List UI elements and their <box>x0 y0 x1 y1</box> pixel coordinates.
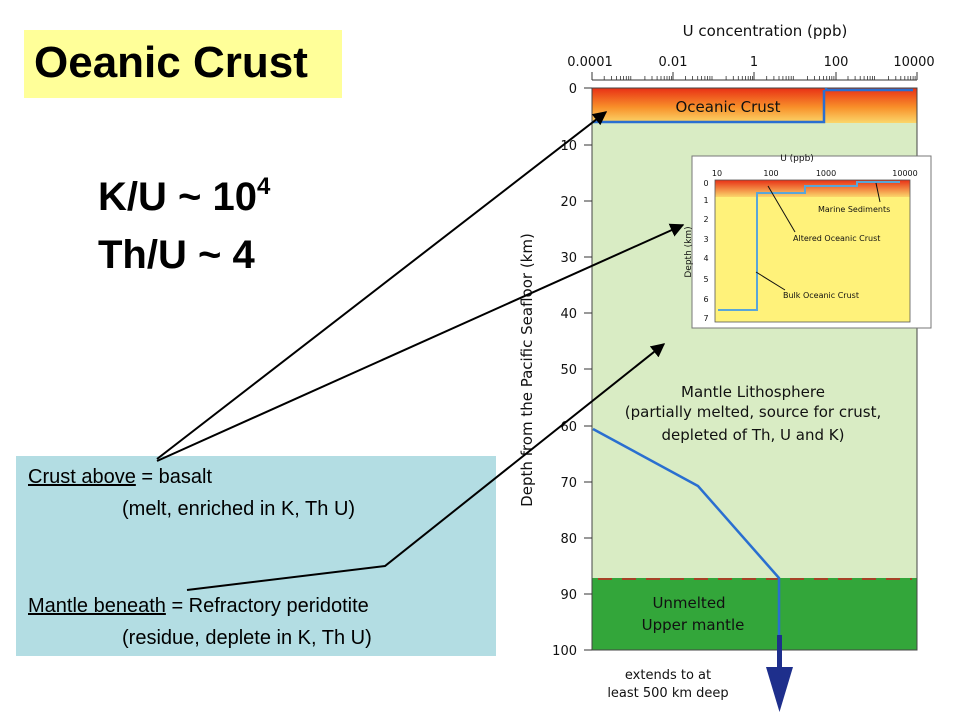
inset-chart: U (ppb) 10 100 1000 10000 Depth (km) 0 1… <box>684 154 932 329</box>
slide-title: Oeanic Crust <box>34 38 308 87</box>
inset-depth-tick-label: 0 <box>703 179 708 188</box>
oceanic-crust-label: Oceanic Crust <box>675 98 780 116</box>
upper-mantle-zone <box>592 578 917 650</box>
ratio-ku: K/U ~ 104 <box>98 168 270 226</box>
title-box: Oeanic Crust <box>24 30 342 98</box>
top-tick-label: 1 <box>750 55 758 70</box>
depth-tick-label: 30 <box>560 251 577 266</box>
altered-leader-line <box>767 185 796 233</box>
inset-top-tick-label: 10000 <box>892 169 917 178</box>
depth-tick-label: 90 <box>560 588 577 603</box>
inset-depth-tick-label: 1 <box>703 196 708 205</box>
inset-top-tick-label: 100 <box>763 169 778 178</box>
mantle-profile-line <box>592 427 781 640</box>
inset-depth-tick-label: 3 <box>703 235 708 244</box>
mantle-lithosphere-label: Mantle Lithosphere <box>681 383 825 401</box>
top-tick-label: 0.0001 <box>567 55 613 70</box>
inset-top-tick-label: 1000 <box>816 169 836 178</box>
upper-mantle-label-2: Upper mantle <box>642 616 745 634</box>
inset-depth-tick-label: 5 <box>703 275 708 284</box>
depth-tick-label: 100 <box>552 644 577 659</box>
inset-axis-title: U (ppb) <box>780 154 814 164</box>
extends-note-2: least 500 km deep <box>607 686 728 701</box>
ratio-thu: Th/U ~ 4 <box>98 233 255 277</box>
note-box: Crust above = basalt (melt, enriched in … <box>16 456 496 656</box>
depth-axis-title: Depth from the Pacific Seafloor (km) <box>518 233 536 507</box>
top-tick-label: 100 <box>824 55 849 70</box>
mantle-definition: = Refractory peridotite <box>165 595 369 617</box>
ratio-block: K/U ~ 104 Th/U ~ 4 <box>98 168 270 284</box>
inset-altered-label: Altered Oceanic Crust <box>793 234 880 243</box>
ratio-ku-text: K/U ~ 10 <box>98 175 257 219</box>
bulk-leader-line <box>755 271 786 291</box>
upper-mantle-label-1: Unmelted <box>652 594 725 612</box>
inset-depth-title: Depth (km) <box>684 226 694 277</box>
inset-profile-line <box>718 181 900 311</box>
inset-plot-bg <box>715 180 910 322</box>
mantle-lithosphere-desc-1: (partially melted, source for crust, <box>625 403 882 421</box>
depth-tick-label: 0 <box>569 82 577 97</box>
crust-detail: (melt, enriched in K, Th U) <box>122 498 356 520</box>
down-arrow-icon <box>766 667 793 712</box>
ratio-ku-exponent: 4 <box>256 173 271 200</box>
crust-arrow <box>156 111 608 460</box>
top-tick-label: 10000 <box>893 55 934 70</box>
mantle-term: Mantle beneath <box>28 595 166 617</box>
depth-tick-label: 20 <box>560 195 577 210</box>
mantle-arrow <box>186 343 666 591</box>
inset-depth-tick-label: 7 <box>703 314 708 323</box>
depth-axis-ticks <box>584 87 592 651</box>
inset-top-tick-label: 10 <box>712 169 722 178</box>
extends-note-1: extends to at <box>625 668 711 683</box>
top-tick-label: 0.01 <box>659 55 688 70</box>
marine-leader-line <box>875 182 881 203</box>
inset-arrow <box>156 223 685 462</box>
depth-tick-label: 60 <box>560 420 577 435</box>
mantle-note: Mantle beneath = Refractory peridotite <box>28 595 369 618</box>
inset-plot-frame <box>714 179 911 323</box>
inset-depth-tick-label: 6 <box>703 295 708 304</box>
depth-tick-label: 40 <box>560 307 577 322</box>
depth-tick-label: 80 <box>560 532 577 547</box>
inset-depth-tick-label: 2 <box>703 215 708 224</box>
crust-profile-line <box>592 90 826 124</box>
mantle-lithosphere-desc-2: depleted of Th, U and K) <box>662 426 845 444</box>
down-arrow-shaft <box>777 635 782 671</box>
mantle-detail: (residue, deplete in K, Th U) <box>122 627 372 649</box>
inset-bulk-label: Bulk Oceanic Crust <box>783 291 859 300</box>
depth-tick-label: 70 <box>560 476 577 491</box>
inset-marine-label: Marine Sediments <box>818 205 890 214</box>
crust-term: Crust above <box>28 466 136 488</box>
crust-note: Crust above = basalt <box>28 466 212 489</box>
top-axis-major-ticks <box>591 72 918 80</box>
inset-depth-tick-label: 4 <box>703 254 708 263</box>
crust-definition: = basalt <box>135 466 213 488</box>
crust-profile-top <box>824 88 913 92</box>
depth-tick-label: 50 <box>560 363 577 378</box>
oceanic-crust-zone <box>592 88 917 123</box>
top-axis-title: U concentration (ppb) <box>683 22 848 40</box>
top-axis-minor-ticks <box>603 76 916 80</box>
